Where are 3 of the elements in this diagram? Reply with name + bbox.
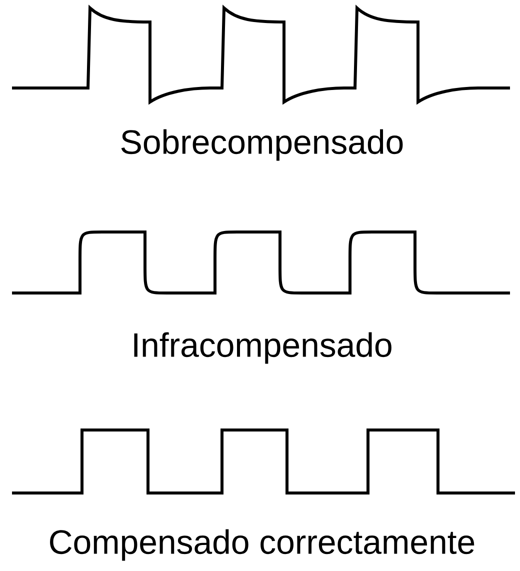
waveform-caption: Sobrecompensado [121,129,403,161]
waveform-caption: Compensado correctamente [50,529,474,561]
waveform-caption: Infracompensado [134,332,392,364]
